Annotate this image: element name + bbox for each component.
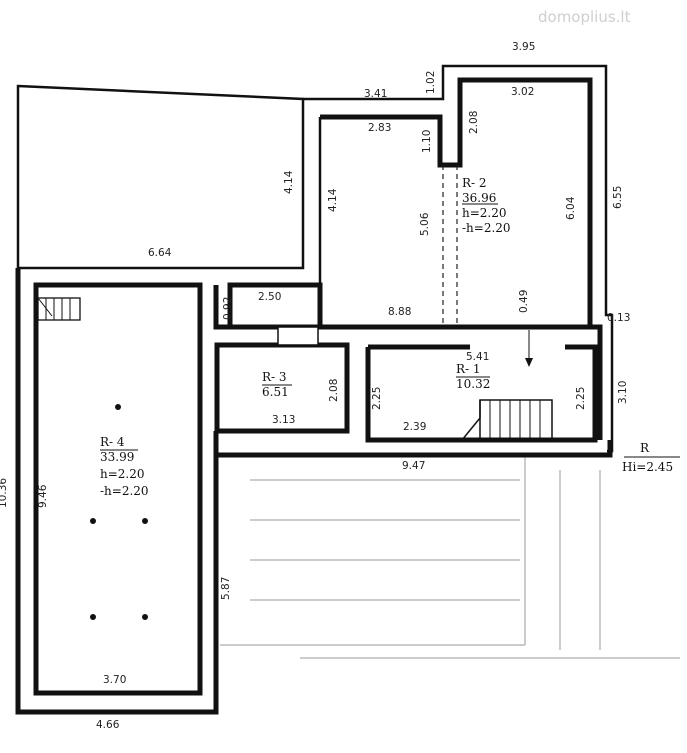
dim-label: 3.70 [103, 674, 126, 686]
dim-label: 3.41 [364, 88, 387, 100]
lower-right-walls [213, 431, 613, 458]
dim-label: 2.50 [258, 291, 281, 303]
dim-label: 6.04 [565, 196, 577, 220]
room-r1-label: R- 1 10.32 [456, 362, 490, 391]
dim-label: 2.25 [575, 387, 587, 410]
r4-area: 33.99 [100, 450, 134, 464]
dim-label: 1.02 [425, 71, 437, 94]
room-r4-inner [33, 282, 203, 696]
background-hatching [220, 454, 680, 659]
legend-height: Hi=2.45 [622, 460, 673, 474]
dim-label: 3.13 [272, 414, 295, 426]
dim-label: 3.95 [512, 41, 535, 53]
dim-label: 4.66 [96, 719, 120, 731]
upper-left-block-outline [16, 84, 305, 270]
dim-label: 5.06 [419, 212, 431, 236]
room-r4-label: R- 4 33.99 h=2.20 -h=2.20 [100, 435, 149, 498]
r2-name: R- 2 [462, 176, 487, 190]
dim-label: 5.41 [466, 351, 489, 363]
dim-label: 6.64 [148, 247, 172, 259]
dimension-marker-049 [525, 330, 533, 367]
dim-label: 1.10 [421, 130, 433, 153]
dim-label: 8.88 [388, 306, 411, 318]
dim-label: 2.08 [468, 111, 480, 134]
r2-neg-height: -h=2.20 [462, 221, 511, 235]
r4-column-markers [90, 404, 148, 620]
dim-label: 3.10 [617, 381, 629, 404]
r3-name: R- 3 [262, 370, 287, 384]
dim-label: 2.83 [368, 122, 391, 134]
r2-area: 36.96 [462, 191, 496, 205]
r3-area: 6.51 [262, 385, 289, 399]
dim-label: 2.39 [403, 421, 426, 433]
dim-label: 3.02 [511, 86, 534, 98]
dim-label: 6.55 [612, 186, 624, 209]
dim-label: 2.08 [328, 379, 340, 402]
dim-label: 4.14 [327, 188, 339, 212]
r4-name: R- 4 [100, 435, 125, 449]
r1-name: R- 1 [456, 362, 481, 376]
legend-code: R [640, 441, 650, 455]
r4-height: h=2.20 [100, 467, 145, 481]
r3-door-opening [277, 326, 319, 346]
dim-label: 10.36 [0, 478, 9, 508]
dim-label: 2.25 [371, 387, 383, 410]
room-r2-label: R- 2 36.96 h=2.20 -h=2.20 [462, 176, 511, 235]
dim-label: 9.47 [402, 460, 425, 472]
room-r2-walls [227, 77, 593, 330]
watermark: domoplius.lt [538, 8, 631, 26]
dim-label: 9.46 [37, 484, 49, 508]
dim-label: 0.92 [222, 297, 234, 320]
dim-label: 0.49 [518, 290, 530, 313]
corridor-walls [213, 285, 603, 440]
dim-label: 5.87 [220, 577, 232, 600]
r4-stairs [37, 297, 81, 321]
room-r1-walls [365, 344, 598, 443]
room-r3-label: R- 3 6.51 [262, 370, 292, 399]
r2-height: h=2.20 [462, 206, 507, 220]
room-r4-outer [15, 268, 219, 715]
r4-neg-height: -h=2.20 [100, 484, 149, 498]
dim-label: 4.14 [283, 170, 295, 194]
outer-contour-upper [303, 64, 614, 453]
legend: R Hi=2.45 [622, 441, 673, 474]
dashed-opening [442, 165, 458, 327]
r1-stairs [461, 399, 553, 441]
dim-label: 0.13 [607, 312, 630, 324]
r1-area: 10.32 [456, 377, 490, 391]
